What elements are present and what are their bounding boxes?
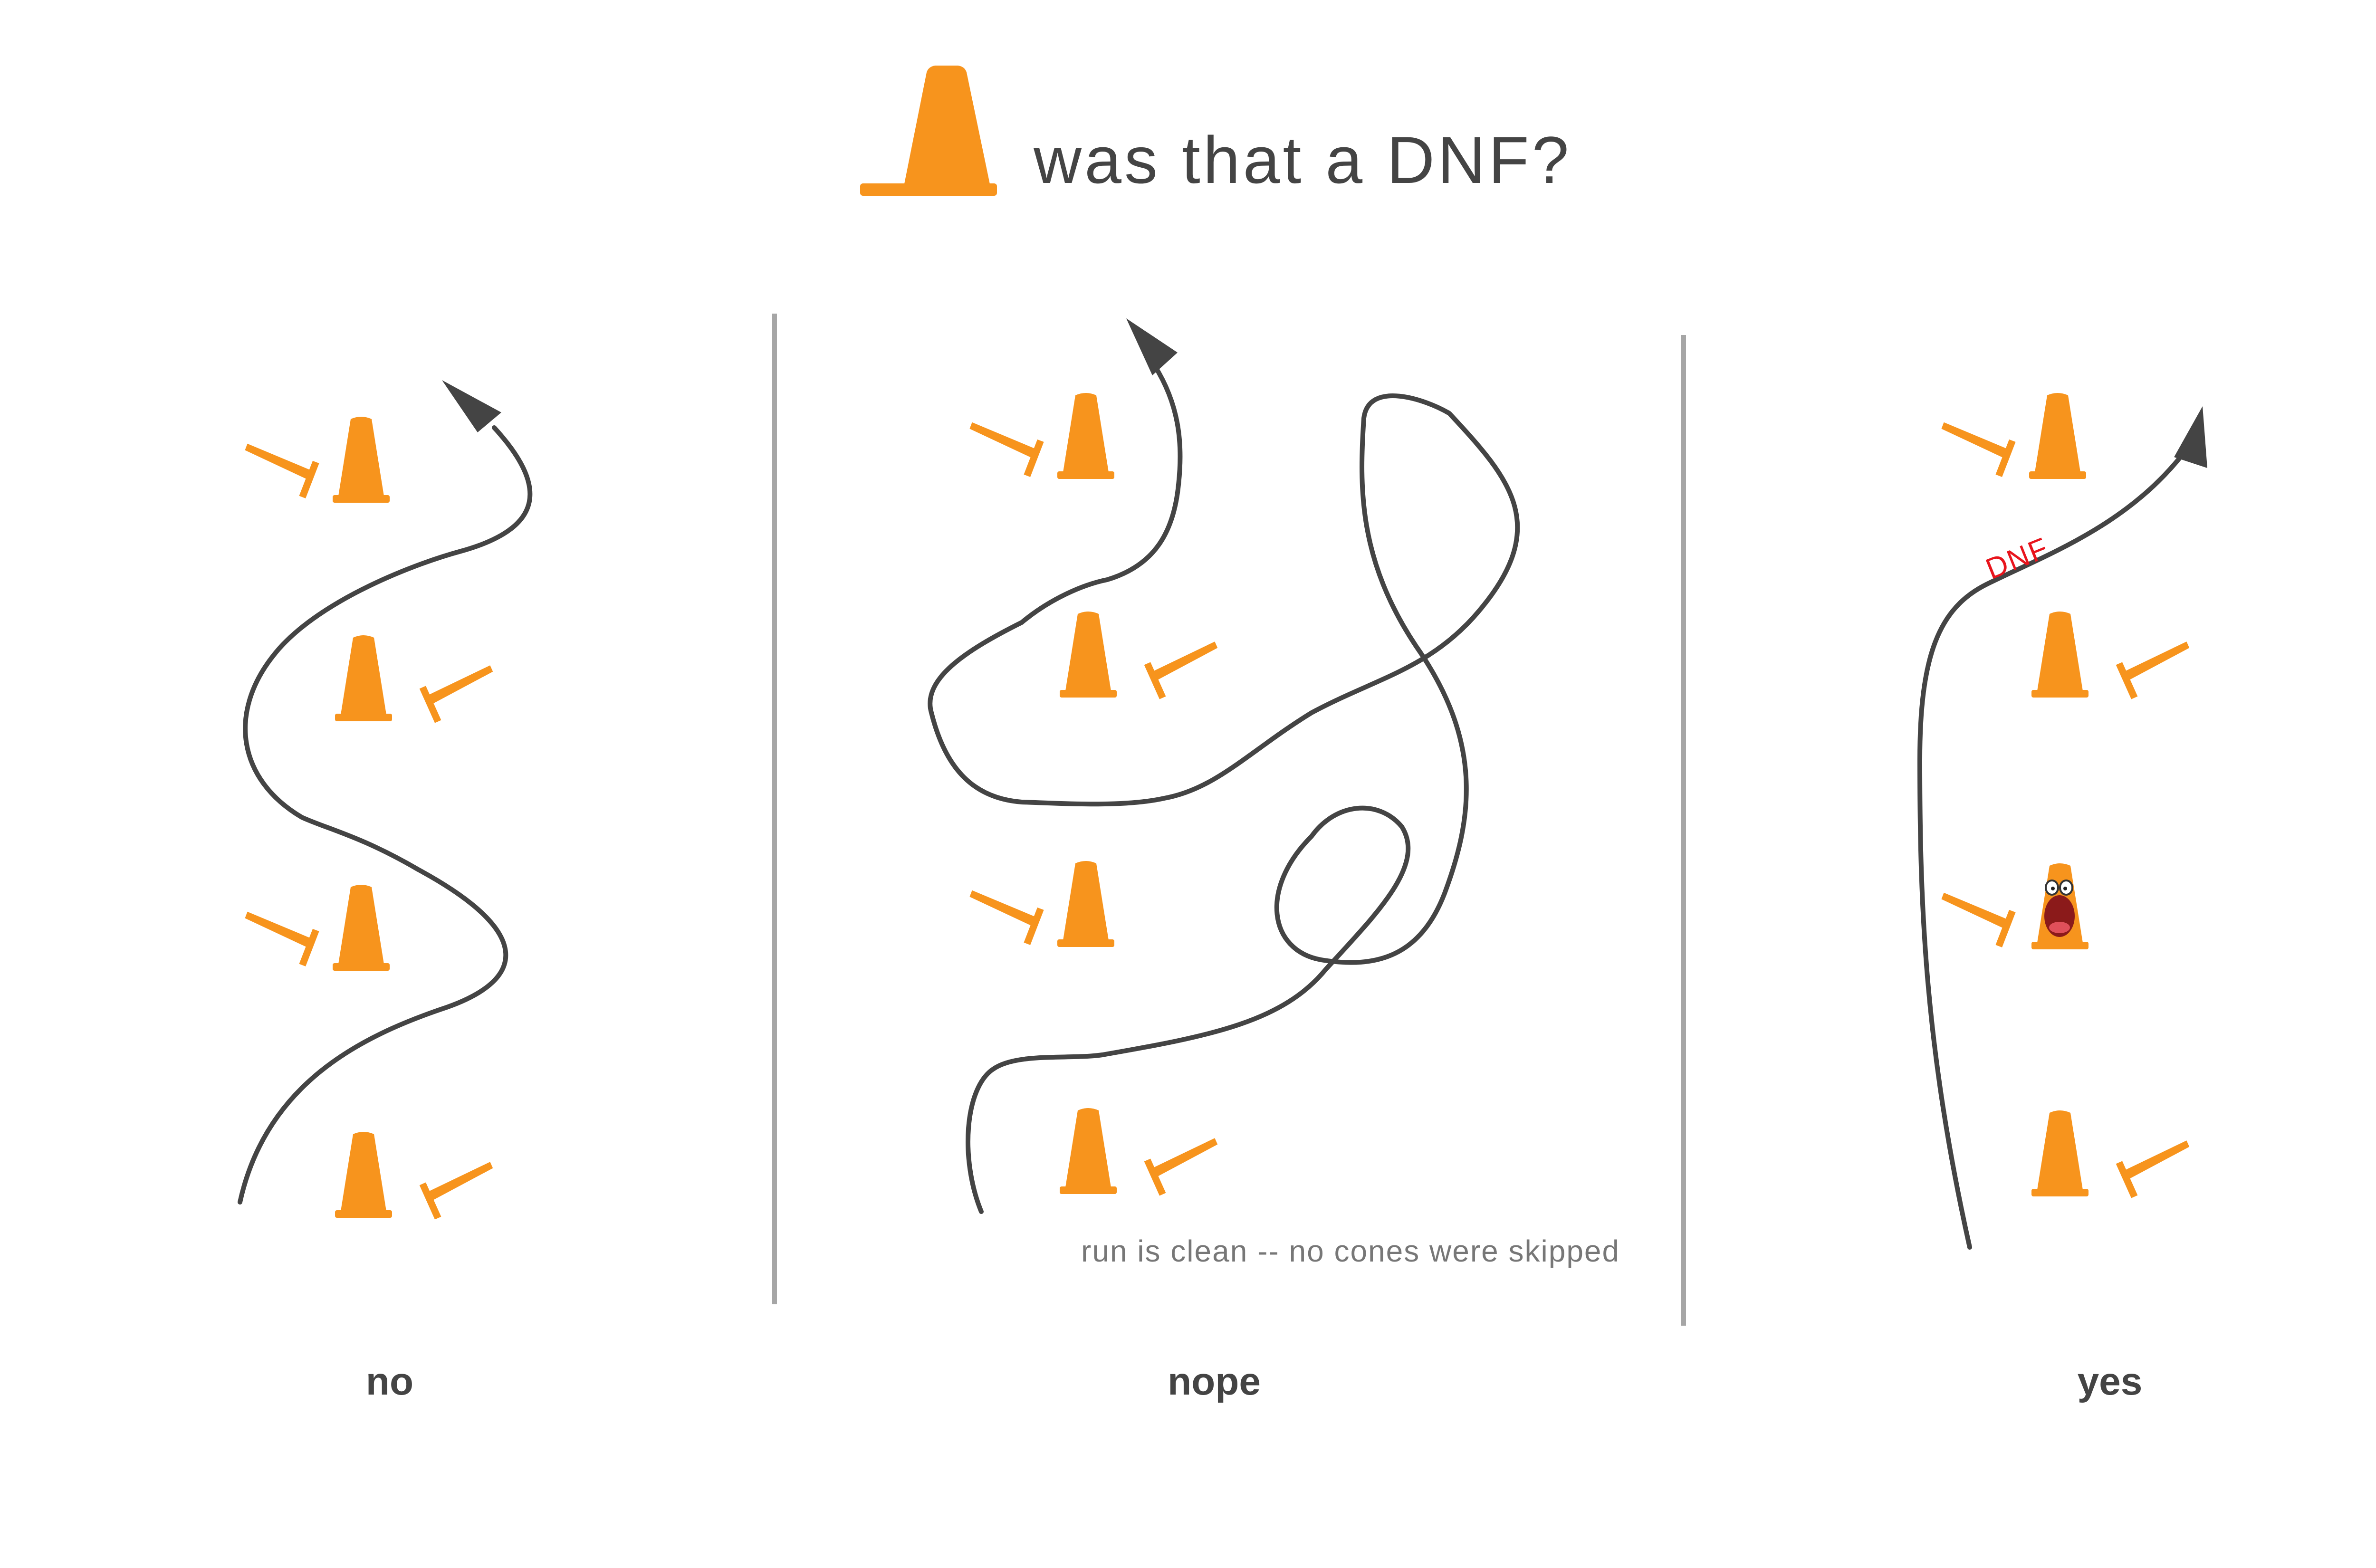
arrowhead-icon xyxy=(1126,318,1178,375)
knocked-over-cone-icon xyxy=(2114,1140,2195,1200)
page-title: was that a DNF? xyxy=(1033,123,1572,197)
verdict-label: yes xyxy=(2078,1360,2143,1403)
knocked-over-cone-icon xyxy=(241,443,321,499)
panel-yes: DNF yes xyxy=(1917,393,2207,1403)
cone-row-2 xyxy=(335,635,499,725)
traffic-cone-icon xyxy=(2029,393,2086,479)
cone-row-4 xyxy=(335,1132,499,1221)
knocked-over-cone-icon xyxy=(1937,892,2017,948)
cone-row-2 xyxy=(2031,612,2195,701)
knocked-over-cone-icon xyxy=(1142,1138,1224,1197)
knocked-over-cone-icon xyxy=(966,890,1045,946)
cone-row-1 xyxy=(1937,393,2086,479)
traffic-cone-icon xyxy=(333,417,390,503)
clean-run-note: run is clean -- no cones were skipped xyxy=(1081,1234,1620,1268)
arrowhead-icon xyxy=(442,380,501,432)
cone-row-4 xyxy=(1060,1108,1224,1197)
knocked-over-cone-icon xyxy=(2114,641,2195,701)
traffic-cone-icon xyxy=(335,1132,392,1218)
knocked-over-cone-icon xyxy=(1937,422,2017,478)
knocked-over-cone-icon xyxy=(1142,641,1224,701)
arrowhead-icon xyxy=(2174,406,2207,468)
cone-row-1 xyxy=(241,417,390,503)
scared-cone-icon xyxy=(2031,863,2089,949)
dnf-path-label: DNF xyxy=(1981,531,2053,586)
traffic-cone-icon xyxy=(1057,393,1114,479)
verdict-label: no xyxy=(366,1360,413,1403)
knocked-over-cone-icon xyxy=(966,422,1045,478)
cone-row-3 xyxy=(966,861,1114,947)
cone-row-1 xyxy=(966,393,1114,479)
cone-row-3 xyxy=(241,885,390,971)
panel-no: no xyxy=(238,380,533,1403)
traffic-cone-icon xyxy=(1060,1108,1117,1194)
cone-row-2 xyxy=(1060,612,1224,701)
verdict-label: nope xyxy=(1168,1360,1261,1403)
knocked-over-cone-icon xyxy=(241,911,321,967)
knocked-over-cone-icon xyxy=(417,1161,499,1221)
panel-nope: run is clean -- no cones were skipped no… xyxy=(928,318,1620,1403)
cone-row-4 xyxy=(2031,1110,2195,1200)
traffic-cone-icon xyxy=(335,635,392,721)
traffic-cone-icon xyxy=(1057,861,1114,947)
cone-row-3 xyxy=(1937,863,2089,949)
knocked-over-cone-icon xyxy=(417,665,499,725)
traffic-cone-icon xyxy=(2031,612,2089,698)
run-path xyxy=(238,425,533,1205)
traffic-cone-icon xyxy=(1060,612,1117,698)
run-path xyxy=(1917,454,2184,1250)
title-cone-icon xyxy=(860,66,997,196)
traffic-cone-icon xyxy=(2031,1110,2089,1196)
traffic-cone-icon xyxy=(333,885,390,971)
run-path xyxy=(928,363,1520,1214)
